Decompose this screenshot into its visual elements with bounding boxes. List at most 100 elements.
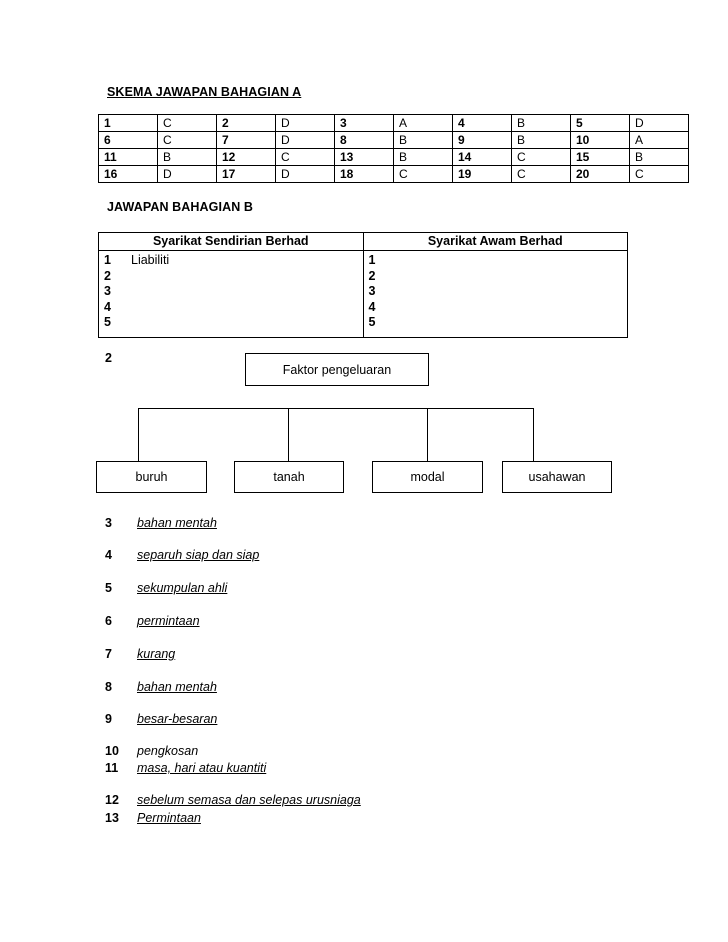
row-number: 4	[368, 299, 376, 314]
question-number: 7	[216, 131, 276, 149]
answer-number: 8	[105, 680, 112, 694]
question-number: 20	[570, 165, 630, 183]
list-item: 3	[364, 284, 628, 300]
row-number: 5	[368, 315, 376, 329]
answer-text: bahan mentah	[137, 680, 217, 694]
list-item: 4	[99, 300, 363, 316]
list-item: 8 bahan mentah	[105, 680, 217, 695]
answer-letter: C	[393, 165, 453, 183]
answer-text: sebelum semasa dan selepas urusniaga	[137, 793, 361, 807]
diagram-horizontal-connector	[138, 408, 534, 410]
answer-number: 3	[105, 516, 112, 530]
answer-letter: D	[275, 131, 335, 149]
row-number: 5	[104, 315, 111, 329]
answer-letter: C	[275, 148, 335, 166]
question-number: 13	[334, 148, 394, 166]
answer-letter: C	[157, 114, 217, 132]
column-header-sendirian: Syarikat Sendirian Berhad	[98, 232, 364, 251]
table-row: 1 C 2 D 3 A 4 B 5 D	[98, 114, 689, 132]
table-row: 11 B 12 C 13 B 14 C 15 B	[98, 148, 689, 166]
diagram-connector-1	[138, 408, 140, 461]
answer-text: bahan mentah	[137, 516, 217, 530]
answer-letter: B	[393, 131, 453, 149]
answer-text: sekumpulan ahli	[137, 581, 228, 595]
question-number: 18	[334, 165, 394, 183]
answer-letter: A	[393, 114, 453, 132]
awam-answer-cell: 1 2 3 4 5	[362, 250, 628, 338]
comparison-table: Syarikat Sendirian Berhad Syarikat Awam …	[98, 232, 628, 338]
row-number: 4	[104, 299, 111, 314]
table-row: 16 D 17 D 18 C 19 C 20 C	[98, 165, 689, 183]
section-a-title: SKEMA JAWAPAN BAHAGIAN A	[107, 85, 302, 99]
list-item: 11 masa, hari atau kuantiti	[105, 761, 266, 776]
question-number: 16	[98, 165, 158, 183]
diagram-child-box-usahawan: usahawan	[502, 461, 612, 493]
list-item: 3 bahan mentah	[105, 516, 217, 531]
list-item: 6 permintaan	[105, 614, 200, 629]
question-number: 4	[452, 114, 512, 132]
list-item: 1 Liabiliti	[99, 253, 363, 269]
answer-number: 13	[105, 811, 119, 825]
question-number: 8	[334, 131, 394, 149]
answer-letter: C	[629, 165, 689, 183]
list-item: 12 sebelum semasa dan selepas urusniaga	[105, 793, 361, 808]
answer-letter: B	[157, 148, 217, 166]
answer-number: 7	[105, 647, 112, 661]
question-number: 10	[570, 131, 630, 149]
list-item: 4	[364, 300, 628, 316]
diagram-child-box-modal: modal	[372, 461, 483, 493]
row-number: 1	[368, 253, 376, 267]
answer-letter: C	[511, 148, 571, 166]
answer-text: pengkosan	[137, 744, 199, 758]
sendirian-answer-cell: 1 Liabiliti 2 3 4 5	[98, 250, 364, 338]
answer-text: masa, hari atau kuantiti	[137, 761, 267, 775]
diagram-connector-2	[288, 408, 290, 461]
list-item: 5	[99, 315, 363, 331]
answer-text: separuh siap dan siap	[137, 548, 260, 562]
table-row: 1 Liabiliti 2 3 4 5	[98, 250, 628, 338]
answer-letter: D	[157, 165, 217, 183]
section-b-title: JAWAPAN BAHAGIAN B	[107, 200, 254, 214]
diagram-child-box-tanah: tanah	[234, 461, 344, 493]
list-item: 5 sekumpulan ahli	[105, 581, 227, 596]
question-number: 19	[452, 165, 512, 183]
row-number: 3	[368, 284, 376, 298]
answer-number: 6	[105, 614, 112, 628]
question-number: 17	[216, 165, 276, 183]
row-value: Liabiliti	[131, 253, 170, 267]
row-number: 2	[104, 268, 111, 283]
answer-number: 12	[105, 793, 119, 807]
answer-letter: B	[629, 148, 689, 166]
answer-number: 5	[105, 581, 112, 595]
list-item: 3	[99, 284, 363, 300]
answer-text: kurang	[137, 647, 176, 661]
answer-text: Permintaan	[137, 811, 201, 825]
answer-letter: C	[511, 165, 571, 183]
answer-text: besar-besaran	[137, 712, 218, 726]
answer-letter: C	[157, 131, 217, 149]
table-header-row: Syarikat Sendirian Berhad Syarikat Awam …	[98, 232, 628, 251]
question-2-number: 2	[105, 351, 112, 365]
diagram-connector-3	[427, 408, 429, 461]
answer-letter: B	[511, 114, 571, 132]
row-number: 1	[104, 253, 111, 267]
answer-text: permintaan	[137, 614, 200, 628]
diagram-parent-box: Faktor pengeluaran	[245, 353, 429, 386]
row-number: 3	[104, 284, 111, 298]
list-item: 13 Permintaan	[105, 811, 201, 826]
row-number: 2	[368, 268, 376, 283]
answer-letter: B	[511, 131, 571, 149]
question-number: 11	[98, 148, 158, 166]
list-item: 2	[99, 269, 363, 285]
list-item: 2	[364, 269, 628, 285]
question-number: 14	[452, 148, 512, 166]
answer-number: 11	[105, 761, 119, 775]
comparison-table-body: 1 Liabiliti 2 3 4 5	[98, 250, 628, 338]
answer-letter: D	[275, 165, 335, 183]
column-header-awam: Syarikat Awam Berhad	[362, 232, 628, 251]
answer-grid-bahagian-a: 1 C 2 D 3 A 4 B 5 D 6 C 7 D 8 B 9 B 10	[98, 114, 689, 183]
question-number: 1	[98, 114, 158, 132]
